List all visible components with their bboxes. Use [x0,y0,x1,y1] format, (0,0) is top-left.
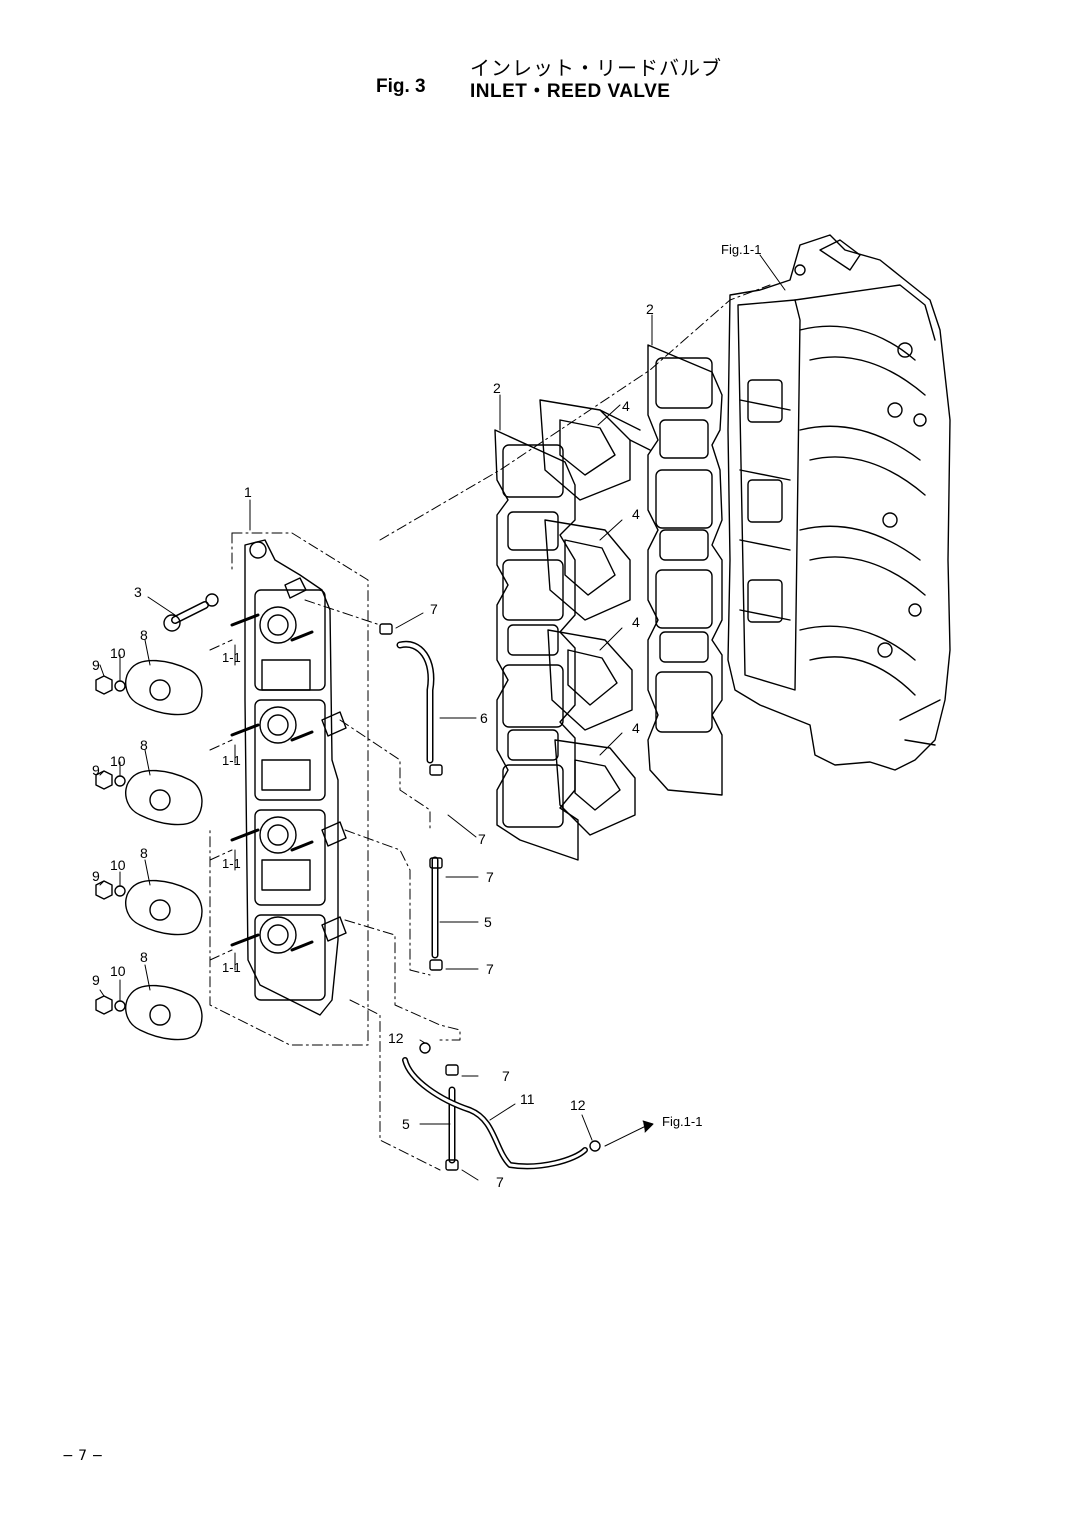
page-number: − 7 − [62,1448,104,1464]
callout-8-b: 8 [140,737,148,753]
callout-9-c: 9 [92,868,100,884]
callout-1: 1 [244,484,252,500]
title-english: INLET・REED VALVE [470,81,671,102]
callout-4-b: 4 [632,506,640,522]
intake-gaskets-8 [124,659,203,1041]
callout-8-c: 8 [140,845,148,861]
callout-7-c: 7 [486,869,494,885]
callout-7-e: 7 [502,1068,510,1084]
callout-12-b: 12 [570,1097,586,1113]
callout-10-b: 10 [110,753,126,769]
callout-5-a: 5 [484,914,492,930]
callout-12-a: 12 [388,1030,404,1046]
callout-9-d: 9 [92,972,100,988]
callout-6: 6 [480,710,488,726]
hoses-and-fittings [379,623,601,1171]
figure-number: Fig. 3 [376,76,426,97]
callout-10-d: 10 [110,963,126,979]
callout-1-1-b: 1-1 [222,753,241,768]
callout-7-b: 7 [478,831,486,847]
callout-10-a: 10 [110,645,126,661]
callout-1-1-d: 1-1 [222,960,241,975]
crankcase-block [727,234,951,771]
leader-lines [99,254,786,1181]
callout-8-d: 8 [140,949,148,965]
callout-7-d: 7 [486,961,494,977]
callout-8-a: 8 [140,627,148,643]
callout-2-front-gasket: 2 [493,380,501,396]
callout-4-d: 4 [632,720,640,736]
callout-10-c: 10 [110,857,126,873]
callout-1-1-c: 1-1 [222,856,241,871]
reed-gasket-rear [647,344,723,796]
callout-11: 11 [520,1091,535,1107]
phantom-assembly-lines [209,284,771,1171]
inlet-manifold [230,539,347,1016]
callout-9-a: 9 [92,657,100,673]
reference-fig-1-1-top: Fig.1-1 [721,242,761,257]
callout-4-c: 4 [632,614,640,630]
bolt-and-washer-3 [163,593,219,632]
reed-gasket-front [494,429,579,861]
callout-5-b: 5 [402,1116,410,1132]
callout-2-rear-gasket: 2 [646,301,654,317]
part-callouts: 1 2 2 3 4 4 4 4 5 5 6 7 7 7 7 7 7 8 8 8 … [92,242,761,1190]
callout-7-a: 7 [430,601,438,617]
reference-fig-1-1-arrow: Fig.1-1 [662,1114,702,1129]
callout-7-f: 7 [496,1174,504,1190]
callout-4-a: 4 [622,398,630,414]
title-japanese: インレット・リードバルブ [470,56,722,80]
callout-3: 3 [134,584,142,600]
callout-9-b: 9 [92,762,100,778]
callout-1-1-a: 1-1 [222,650,241,665]
